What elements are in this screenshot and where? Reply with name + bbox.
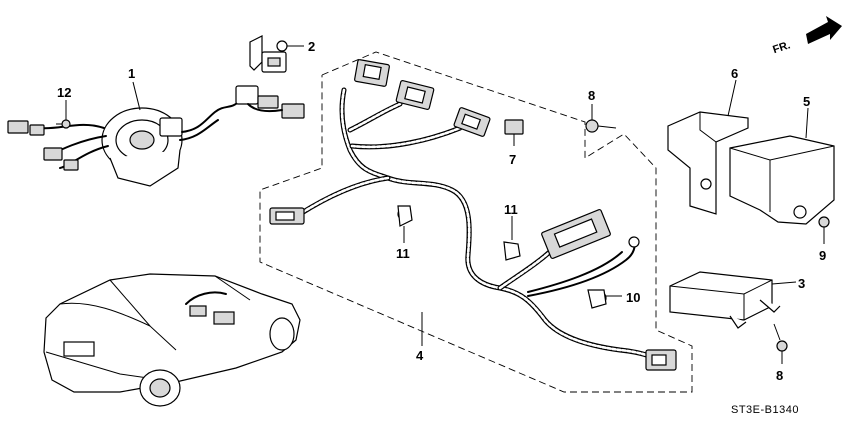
callout-2: 2	[308, 39, 315, 54]
callout-6: 6	[731, 66, 738, 81]
harness-boundary	[259, 51, 693, 393]
clip-part-10	[587, 289, 622, 309]
control-module-part-3	[669, 271, 797, 329]
callout-3: 3	[798, 276, 805, 291]
callout-7: 7	[509, 152, 516, 167]
callout-8-lower: 8	[776, 368, 783, 383]
bolt-part-lower	[773, 323, 788, 364]
cable-reel-part	[7, 85, 305, 187]
callouts: 1 2 3 4 5 6 7 8 8 9 10 11 11 12	[57, 39, 826, 383]
bolt-part-upper	[585, 104, 617, 133]
cover-part-6	[667, 79, 749, 215]
bracket-part	[249, 35, 304, 73]
callout-10: 10	[626, 290, 640, 305]
callout-8-upper: 8	[588, 88, 595, 103]
screw-part-9	[818, 216, 830, 244]
front-direction-indicator: FR.	[771, 16, 842, 56]
car-outline	[43, 273, 301, 407]
direction-label: FR.	[771, 39, 792, 56]
callout-4: 4	[416, 348, 424, 363]
front-arrow-icon	[806, 16, 842, 44]
connector-part-7	[504, 119, 524, 146]
screw-part	[56, 100, 71, 129]
callout-12: 12	[57, 85, 71, 100]
wire-harness-part	[269, 59, 677, 371]
callout-1: 1	[128, 66, 135, 81]
leader-lines	[132, 81, 423, 346]
diagram-code: ST3E-B1340	[731, 404, 799, 416]
clip-part-lower	[503, 216, 521, 261]
callout-5: 5	[803, 94, 810, 109]
clip-part-upper	[397, 205, 413, 243]
callout-11-left: 11	[396, 246, 410, 261]
callout-11-right: 11	[504, 202, 518, 217]
housing-part-5	[729, 107, 835, 225]
callout-9: 9	[819, 248, 826, 263]
